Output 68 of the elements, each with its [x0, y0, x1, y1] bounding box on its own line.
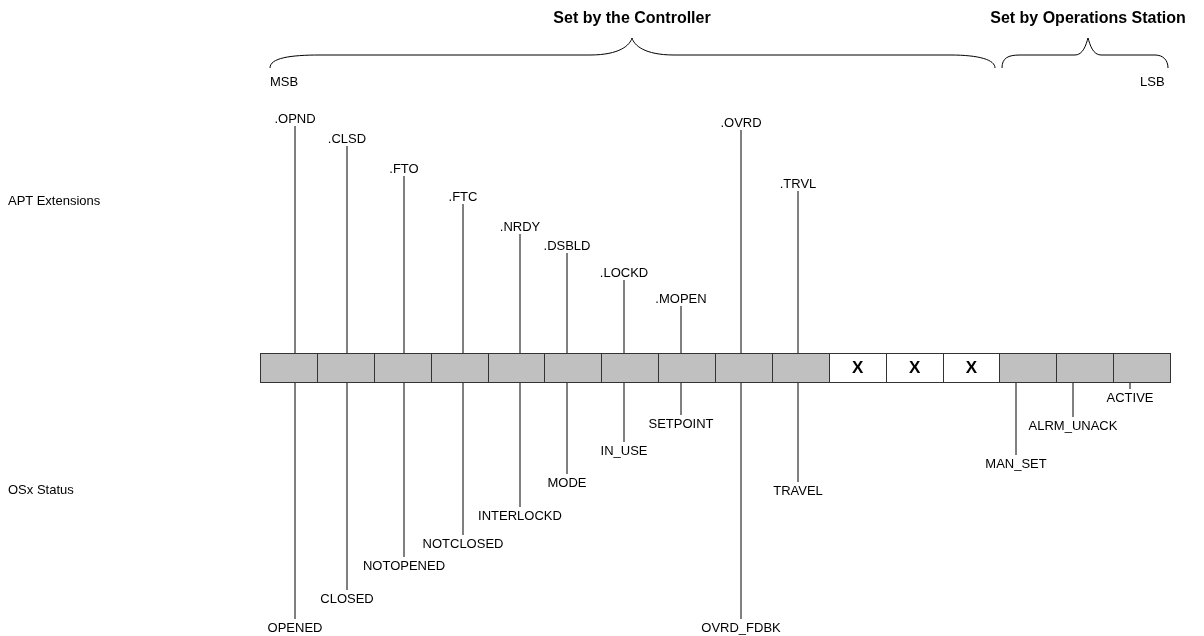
row-label: APT Extensions: [8, 193, 101, 208]
leader-line: [346, 382, 348, 591]
bit-cell: [999, 353, 1058, 383]
bit-name-label: NOTOPENED: [362, 557, 446, 573]
bit-name-label: TRAVEL: [773, 482, 823, 498]
leader-line: [294, 382, 296, 620]
bit-cell: [1056, 353, 1115, 383]
leader-line: [797, 190, 799, 354]
bit-name-label: OVRD_FDBK: [701, 619, 781, 635]
leader-line: [566, 382, 568, 475]
reserved-bit-cell: X: [828, 353, 887, 383]
leader-line: [462, 203, 464, 354]
bit-cell: [373, 353, 432, 383]
leader-line: [346, 145, 348, 354]
leader-line: [1129, 382, 1131, 390]
bit-cell: [601, 353, 660, 383]
bit-cell: [1113, 353, 1171, 383]
bit-name-label: .NRDY: [499, 218, 541, 234]
bit-name-label: .CLSD: [327, 130, 367, 146]
bit-cell: [771, 353, 830, 383]
bit-name-label: NOTCLOSED: [422, 535, 504, 551]
bit-name-label: MODE: [547, 474, 587, 490]
leader-line: [519, 382, 521, 508]
bit-name-label: CLOSED: [320, 590, 374, 606]
section-heading: Set by the Controller: [553, 9, 711, 27]
section-heading: Set by Operations Station: [990, 9, 1186, 27]
leader-line: [294, 125, 296, 354]
leader-line: [403, 175, 405, 354]
leader-line: [403, 382, 405, 558]
leader-line: [623, 279, 625, 354]
bit-cell: [430, 353, 489, 383]
leader-line: [519, 233, 521, 354]
leader-line: [623, 382, 625, 443]
leader-line: [566, 252, 568, 354]
bit-name-label: ALRM_UNACK: [1028, 417, 1118, 433]
leader-line: [462, 382, 464, 536]
msb-label: MSB: [270, 74, 299, 89]
bit-name-label: .DSBLD: [543, 237, 591, 253]
bit-name-label: MAN_SET: [985, 455, 1047, 471]
bit-name-label: .OVRD: [720, 114, 762, 130]
leader-line: [740, 129, 742, 354]
bit-name-label: ACTIVE: [1106, 389, 1154, 405]
bit-cell: [316, 353, 375, 383]
bit-name-label: INTERLOCKD: [478, 507, 562, 523]
bit-cell: [544, 353, 603, 383]
leader-line: [1015, 382, 1017, 456]
bit-name-label: .OPND: [274, 110, 316, 126]
row-label: OSx Status: [8, 482, 74, 497]
bit-name-label: .FTO: [389, 160, 419, 176]
bit-name-label: .MOPEN: [655, 290, 707, 306]
bit-name-label: SETPOINT: [648, 415, 714, 431]
bit-cell: [487, 353, 546, 383]
leader-line: [1072, 382, 1074, 418]
bit-name-label: .LOCKD: [599, 264, 649, 280]
leader-line: [740, 382, 742, 620]
bit-name-label: .TRVL: [779, 175, 817, 191]
bit-name-label: IN_USE: [600, 442, 648, 458]
bit-name-label: .FTC: [448, 188, 478, 204]
bit-cell: [715, 353, 773, 383]
leader-line: [680, 382, 682, 416]
lsb-label: LSB: [1140, 74, 1165, 89]
bit-cell: [260, 353, 318, 383]
leader-line: [797, 382, 799, 483]
reserved-bit-cell: X: [942, 353, 1001, 383]
bit-cell: [658, 353, 716, 383]
reserved-bit-cell: X: [885, 353, 944, 383]
leader-line: [680, 305, 682, 354]
bit-name-label: OPENED: [267, 619, 323, 635]
